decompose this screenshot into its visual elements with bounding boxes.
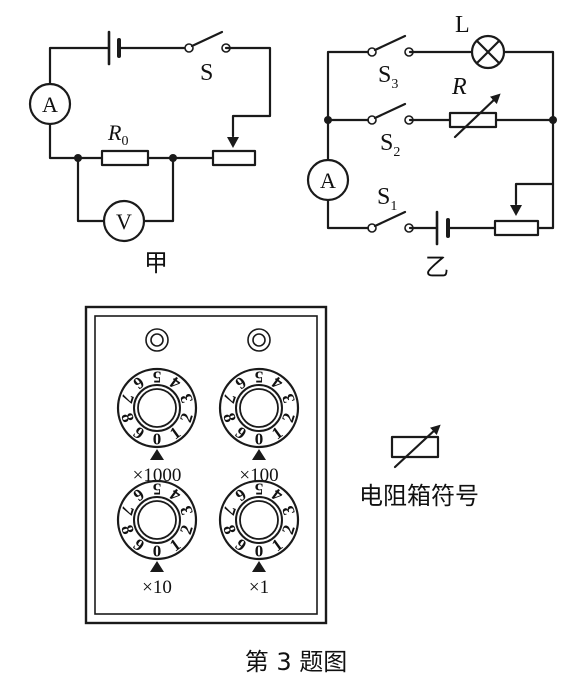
voltmeter-v — [102, 199, 146, 243]
switch-s-pivot — [184, 43, 194, 53]
dial-digit: 5 — [153, 368, 162, 387]
dial-multiplier-label: ×10 — [142, 577, 172, 598]
switch-s2-label: S2 — [380, 130, 400, 160]
dial-outer-ring — [116, 367, 198, 449]
resistance-box-arrow — [453, 93, 501, 139]
symbol-arrow — [393, 424, 441, 469]
yi-wire — [502, 50, 555, 186]
dial-digit: 5 — [153, 480, 162, 499]
jia-wire — [76, 156, 106, 223]
dial-outer-ring — [218, 367, 300, 449]
dial-digit: 0 — [153, 430, 162, 449]
yi-wire — [536, 182, 555, 230]
dial-pointer-icon — [252, 449, 266, 460]
switch-s-blade — [190, 30, 224, 48]
dial-multiplier-label: ×100 — [239, 465, 278, 486]
switch-s2-contact — [404, 115, 414, 125]
yi-wire — [514, 182, 555, 206]
dial-digit: 5 — [255, 368, 264, 387]
dial-digit: 0 — [153, 542, 162, 561]
dial-pointer-icon — [252, 561, 266, 572]
switch-s1-blade — [373, 210, 407, 228]
switch-s-label: S — [200, 60, 213, 86]
rheostat — [493, 219, 540, 237]
dial-knob — [239, 388, 279, 428]
switch-s1-pivot — [367, 223, 377, 233]
dial-knob — [137, 500, 177, 540]
dial-digit: 5 — [255, 480, 264, 499]
resistance-box-symbol: 电阻箱符号 — [359, 424, 479, 510]
dial-knob-ring — [235, 496, 283, 544]
resistor-r0 — [100, 149, 150, 167]
ammeter-label: A — [320, 168, 336, 193]
lamp-filament — [475, 39, 501, 65]
dial-pointer-icon — [150, 449, 164, 460]
jia-wire — [224, 46, 272, 138]
lamp-label: L — [455, 12, 470, 38]
ammeter-a — [306, 158, 350, 202]
dial-outer-ring — [218, 479, 300, 561]
junction-dot — [549, 116, 557, 124]
switch-s1-contact — [404, 223, 414, 233]
dial-knob-ring — [133, 496, 181, 544]
jia-wire — [142, 156, 175, 223]
circuit-jia-caption: 甲 — [144, 249, 168, 277]
dial-digit: 0 — [255, 430, 264, 449]
dial-knob-ring — [133, 384, 181, 432]
jia-wire — [48, 46, 111, 86]
jia-wire — [48, 122, 104, 160]
dial-digit: 0 — [255, 542, 264, 561]
switch-s-contact — [221, 43, 231, 53]
dial-knob — [239, 500, 279, 540]
box-outer-frame — [84, 305, 328, 625]
circuit-jia: A V S R0 甲 — [28, 30, 272, 277]
terminal-left — [145, 328, 169, 352]
dial-pointer-icon — [150, 561, 164, 572]
rheostat-slider-arrow — [510, 205, 522, 216]
circuit-yi: A L R S3 S2 S1 乙 — [306, 12, 557, 281]
switch-s2-pivot — [367, 115, 377, 125]
voltmeter-label: V — [116, 209, 132, 234]
dial-knob — [137, 388, 177, 428]
switch-s3-blade — [373, 34, 407, 52]
dial-outer-ring — [116, 479, 198, 561]
dial-multiplier-label: ×1 — [249, 577, 269, 598]
figure-caption: 第 3 题图 — [245, 648, 348, 676]
dial-knob-ring — [235, 384, 283, 432]
switch-s3-label: S3 — [378, 62, 398, 92]
junction-dot — [169, 154, 177, 162]
ammeter-label: A — [42, 92, 58, 117]
rheostat-slider-arrow — [227, 137, 239, 148]
symbol-rect — [390, 435, 440, 459]
switch-s3-contact — [404, 47, 414, 57]
circuit-yi-caption: 乙 — [425, 253, 449, 281]
resistance-box-r — [448, 111, 498, 129]
switch-s2-blade — [373, 102, 407, 120]
dial-multiplier-label: ×1000 — [133, 465, 182, 486]
resistance-box-label: R — [451, 74, 467, 100]
switch-s1-label: S1 — [377, 184, 397, 214]
yi-wire — [326, 196, 370, 230]
yi-wire — [326, 50, 370, 162]
junction-dot — [324, 116, 332, 124]
switch-s3-pivot — [367, 47, 377, 57]
resistor-r0-label: R0 — [107, 120, 128, 149]
terminal-right — [247, 328, 271, 352]
junction-dot — [74, 154, 82, 162]
symbol-caption: 电阻箱符号 — [359, 482, 479, 510]
ammeter-a — [28, 82, 72, 126]
rheostat — [211, 149, 257, 167]
box-inner-frame — [94, 315, 318, 615]
